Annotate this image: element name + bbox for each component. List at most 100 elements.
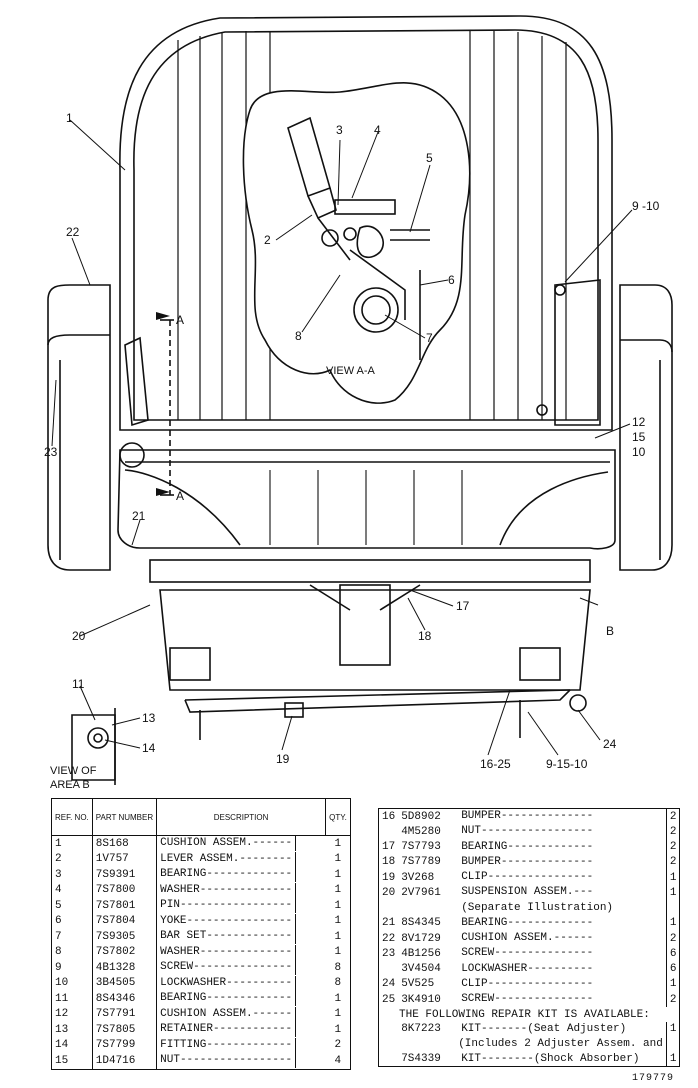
qty: 1: [334, 868, 342, 881]
ref-no: 23: [382, 947, 396, 960]
leader-dashes: --------------: [199, 883, 293, 896]
qty: 1: [334, 899, 342, 912]
qty: 1: [334, 884, 342, 897]
callout-1: 1: [66, 111, 73, 125]
leader-dashes: ----------------: [487, 977, 594, 990]
leader-dashes: ------------: [212, 1023, 293, 1035]
description: NUT-----------------: [157, 1053, 297, 1069]
description: PIN-----------------: [157, 898, 297, 914]
description: BEARING-------------: [157, 867, 297, 883]
qty: 6: [665, 961, 680, 977]
header-qty: QTY.: [325, 798, 351, 836]
qty: 1: [334, 853, 342, 866]
kit-label: KIT: [461, 1023, 482, 1036]
header-description: DESCRIPTION: [156, 798, 326, 836]
qty: 1: [334, 992, 342, 1005]
leader-dashes: -------------: [206, 868, 293, 880]
ref-no: 2: [51, 851, 93, 867]
qty: 2: [665, 931, 680, 947]
qty: 1: [665, 976, 680, 992]
description: SCREW---------------: [157, 960, 297, 976]
part-number: 7S7791: [92, 1006, 158, 1022]
callout-3: 3: [336, 123, 343, 137]
description: BAR SET-------------: [157, 929, 297, 945]
part-number: 7S7802: [92, 944, 158, 960]
leader-dashes: -----------------: [481, 825, 594, 838]
ref-no: 14: [51, 1037, 93, 1053]
qty: 1: [334, 930, 342, 943]
leader-dashes: -----------------: [179, 899, 293, 911]
callout-15: 15: [632, 430, 646, 444]
callout-9-15-10: 9-15-10: [546, 757, 588, 771]
callout-18: 18: [418, 629, 432, 643]
part-number: 7S9391: [92, 867, 158, 883]
section-a-top-label: A: [176, 313, 184, 327]
description: CUSHION ASSEM.------: [461, 932, 594, 944]
part-number: 1V757: [92, 851, 158, 867]
part-number: 8S4345: [401, 917, 441, 930]
description: CUSHION ASSEM.------: [157, 1006, 297, 1022]
repair-kit-heading: THE FOLLOWING REPAIR KIT IS AVAILABLE:: [399, 1008, 650, 1021]
callout-8: 8: [295, 329, 302, 343]
ref-no: 15: [51, 1053, 93, 1069]
callout-4: 4: [374, 123, 381, 137]
callout-2: 2: [264, 233, 271, 247]
kit-qty: 1: [665, 1021, 680, 1037]
callout-22: 22: [66, 225, 80, 239]
qty: 2: [334, 1039, 342, 1052]
description: BEARING-------------: [157, 991, 297, 1007]
ref-no: 21: [382, 917, 396, 930]
ref-no: 7: [51, 929, 93, 945]
ref-no: 17: [382, 841, 396, 854]
part-number: 8S4346: [92, 991, 158, 1007]
ref-no: 4: [51, 882, 93, 898]
description: NUT-----------------: [461, 825, 594, 838]
ref-no: 24: [382, 978, 396, 991]
qty: 1: [334, 837, 342, 850]
callout-11: 11: [72, 677, 85, 691]
part-number: 3V4504: [401, 963, 441, 976]
leader-dashes: ---: [573, 886, 594, 899]
leader-dashes: --------------: [199, 945, 293, 958]
table-row: (Separate Illustration): [379, 900, 680, 916]
kit2-qty: 1: [665, 1051, 680, 1067]
ref-no: 16: [382, 810, 396, 823]
ref-no: 22: [382, 932, 396, 945]
callout-23: 23: [44, 445, 58, 459]
description: LOCKWASHER----------: [157, 975, 297, 991]
leader-dashes: ------: [252, 837, 293, 849]
part-number: 7S7801: [92, 898, 158, 914]
qty: 2: [665, 808, 680, 825]
part-number: 7S9305: [92, 929, 158, 945]
callout-19: 19: [276, 752, 290, 766]
part-number: 8S168: [92, 835, 158, 852]
ref-no: 20: [382, 886, 396, 899]
qty: 2: [665, 839, 680, 855]
part-number: 5V525: [401, 978, 435, 991]
seat-back-outline: [119, 15, 613, 431]
part-number: 4B1256: [401, 947, 441, 960]
callout-6: 6: [448, 273, 455, 287]
part-number: [398, 901, 458, 916]
ref-no: 9: [51, 960, 93, 976]
qty: 1: [665, 870, 680, 886]
leader-dashes: ----------------: [487, 871, 594, 883]
qty: 1: [334, 1008, 342, 1021]
kit2-label: KIT: [461, 1052, 482, 1065]
ref-no: 1: [51, 835, 93, 852]
leader-dashes: -------------: [507, 916, 594, 929]
description: BEARING-------------: [461, 840, 594, 853]
leader-dashes: --------: [239, 852, 293, 865]
qty: 2: [665, 824, 680, 840]
